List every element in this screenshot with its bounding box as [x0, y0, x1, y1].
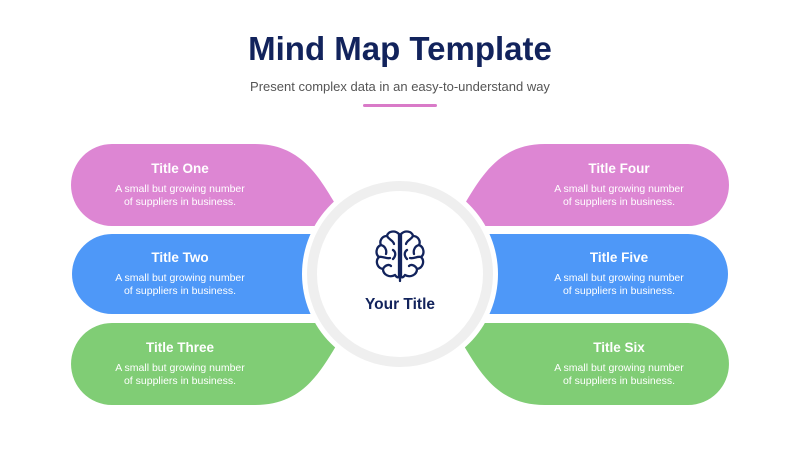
card-title: Title Six [593, 340, 645, 355]
card-five: Title Five A small but growing number of… [519, 250, 719, 297]
title-divider [363, 104, 437, 107]
card-description: A small but growing number of suppliers … [115, 272, 245, 297]
card-shape-two [72, 234, 320, 314]
card-title: Title Four [588, 161, 650, 176]
card-six: Title Six A small but growing number of … [519, 340, 719, 387]
card-title: Title Three [145, 340, 215, 355]
card-title: Title One [151, 161, 209, 176]
card-two: Title Two A small but growing number of … [80, 250, 280, 297]
brain-icon [375, 230, 425, 283]
card-shape-one [71, 144, 336, 226]
center-title: Your Title [364, 296, 436, 313]
card-description: A small but growing number of suppliers … [115, 362, 245, 387]
card-description: A small but growing number of suppliers … [554, 183, 684, 208]
card-description: A small but growing number of suppliers … [115, 183, 245, 208]
card-one: Title One A small but growing number of … [80, 161, 280, 208]
card-description: A small but growing number of suppliers … [554, 272, 684, 297]
card-shape-four [464, 144, 729, 226]
card-title: Title Five [589, 250, 649, 265]
card-three: Title Three A small but growing number o… [80, 340, 280, 387]
card-shape-six [464, 323, 729, 405]
card-shape-five [480, 234, 728, 314]
page-subtitle: Present complex data in an easy-to-under… [250, 79, 550, 94]
page-title: Mind Map Template [248, 30, 552, 67]
card-shape-three [71, 323, 337, 405]
card-title: Title Two [151, 250, 209, 265]
card-four: Title Four A small but growing number of… [519, 161, 719, 208]
card-description: A small but growing number of suppliers … [554, 362, 684, 387]
